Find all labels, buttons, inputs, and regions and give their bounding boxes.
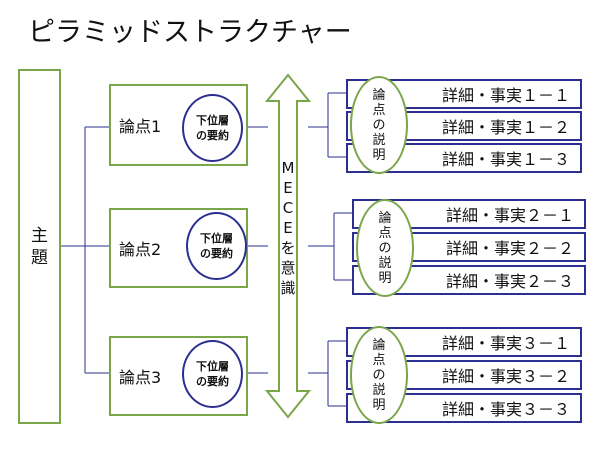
detail-text-2-2: 詳細・事実２－２ <box>445 239 574 258</box>
explanation-oval-2: 論点の説明 <box>356 199 414 297</box>
explanation-label-char: 点 <box>378 225 392 241</box>
issue-label-2: 論点2 <box>119 240 162 259</box>
explanation-label-char: 論 <box>372 87 386 103</box>
theme-label-char: 主 <box>31 225 48 246</box>
explanation-label-char: 論 <box>378 210 392 226</box>
detail-text-3-2: 詳細・事実３－２ <box>441 367 570 386</box>
detail-text-3-3: 詳細・事実３－３ <box>441 400 570 419</box>
theme-box: 主題 <box>18 69 61 424</box>
detail-text-1-2: 詳細・事実１－２ <box>441 118 570 137</box>
explanation-label-char: 明 <box>372 397 386 413</box>
explanation-label-char: 論 <box>372 337 386 353</box>
mece-label-char: E <box>283 179 293 197</box>
detail-text-2-3: 詳細・事実２－３ <box>445 272 574 291</box>
explanation-label-char: の <box>372 367 386 383</box>
explanation-label-char: 明 <box>372 147 386 163</box>
summary-oval-3: 下位層の要約 <box>182 340 243 408</box>
theme-label-char: 題 <box>31 247 48 268</box>
mece-label-char: を <box>280 239 296 257</box>
explanation-oval-3: 論点の説明 <box>350 326 408 424</box>
mece-label-char: E <box>283 219 293 237</box>
mece-double-arrow <box>264 73 312 419</box>
summary-oval-2: 下位層の要約 <box>186 212 247 280</box>
detail-text-3-1: 詳細・事実３－１ <box>441 334 570 353</box>
summary-text-1: 下位層の要約 <box>196 114 229 142</box>
explanation-label-char: 明 <box>378 270 392 286</box>
detail-text-1-3: 詳細・事実１－３ <box>441 150 570 169</box>
summary-text-3: 下位層の要約 <box>196 360 229 388</box>
mece-label-char: 識 <box>280 279 296 297</box>
summary-text-2: 下位層の要約 <box>200 232 233 260</box>
explanation-oval-1: 論点の説明 <box>350 76 408 174</box>
diagram-title: ピラミッドストラクチャー <box>28 17 352 48</box>
explanation-label-char: 説 <box>378 255 392 271</box>
detail-text-1-1: 詳細・事実１－１ <box>441 86 570 105</box>
mece-label-char: 意 <box>280 259 296 277</box>
mece-label-char: M <box>281 159 295 177</box>
detail-text-2-1: 詳細・事実２－１ <box>445 206 574 225</box>
issue-label-1: 論点1 <box>119 117 162 136</box>
mece-label-char: C <box>282 199 294 217</box>
explanation-label-char: 説 <box>372 132 386 148</box>
explanation-label-char: の <box>372 117 386 133</box>
summary-oval-1: 下位層の要約 <box>182 94 243 162</box>
explanation-label-char: 点 <box>372 102 386 118</box>
explanation-label-char: の <box>378 240 392 256</box>
detail-box-1-3: 詳細・事実１－３ <box>346 143 582 173</box>
explanation-label-char: 説 <box>372 382 386 398</box>
explanation-label-char: 点 <box>372 352 386 368</box>
issue-label-3: 論点3 <box>119 368 162 387</box>
